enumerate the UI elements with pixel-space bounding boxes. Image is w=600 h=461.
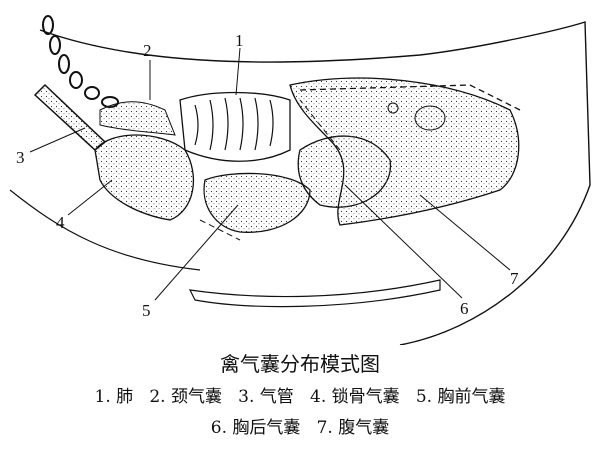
label-1: 1	[235, 31, 244, 50]
sternum	[188, 279, 441, 308]
figure-title: 禽气囊分布模式图	[220, 352, 380, 376]
abdominal-air-sac	[289, 77, 520, 226]
label-4: 4	[56, 213, 65, 232]
legend-line-2: 6. 胸后气囊 7. 腹气囊	[210, 418, 390, 438]
lung	[179, 91, 291, 162]
anterior-thoracic-air-sac	[203, 172, 311, 233]
label-6: 6	[460, 299, 469, 318]
trachea	[33, 83, 107, 151]
lung-folds	[194, 97, 274, 151]
clavicular-air-sac	[94, 134, 195, 221]
label-2: 2	[143, 41, 152, 60]
label-7: 7	[510, 269, 519, 288]
legend-line-1: 1. 肺 2. 颈气囊 3. 气管 4. 锁骨气囊 5. 胸前气囊	[94, 387, 506, 407]
leader-lines	[29, 47, 511, 301]
body-outline	[39, 21, 591, 345]
ventral-outline	[9, 189, 201, 271]
air-sac-diagram: 1 2 3 4 5 6 7	[9, 15, 591, 345]
cervical-air-sac	[99, 101, 176, 136]
label-3: 3	[16, 148, 25, 167]
label-5: 5	[142, 301, 151, 320]
